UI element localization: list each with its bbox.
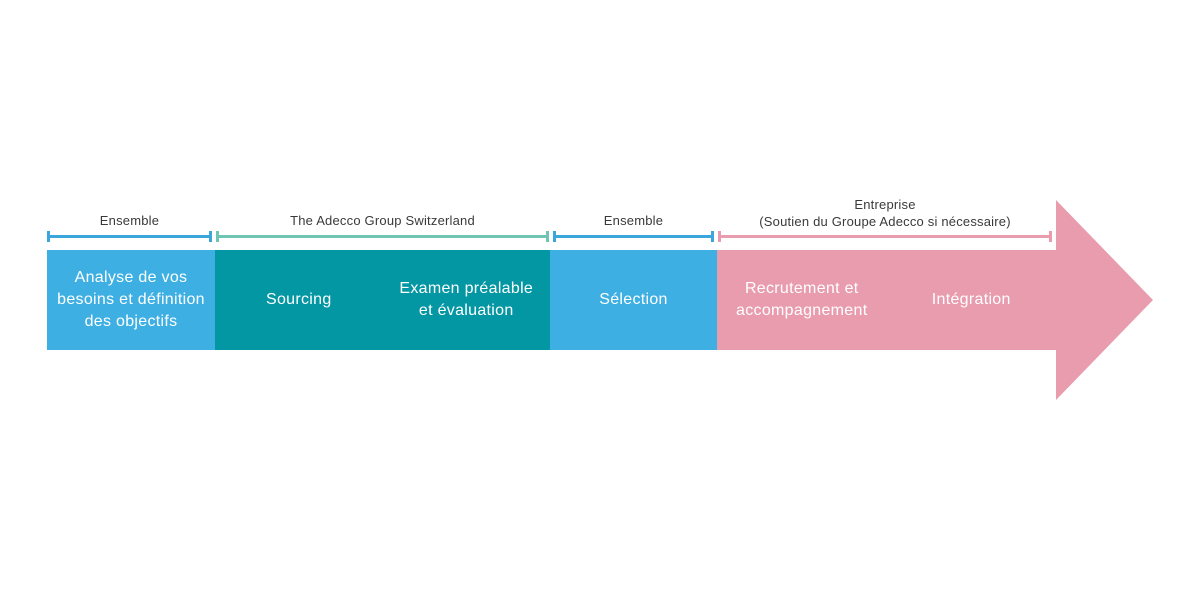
bracket-label-text: The Adecco Group Switzerland — [290, 213, 475, 228]
bracket-label-entreprise: Entreprise (Soutien du Groupe Adecco si … — [718, 196, 1052, 230]
arrow-head — [1056, 200, 1153, 400]
phase-integration: Intégration — [887, 289, 1057, 311]
phase-label: Analyse de vos besoins et définition des… — [57, 269, 205, 330]
bracket-line-entreprise — [718, 231, 1052, 242]
bracket-line — [556, 235, 711, 238]
bracket-label-ensemble-1: Ensemble — [47, 212, 212, 229]
phase-label: Sélection — [599, 291, 668, 308]
bracket-sublabel-text: (Soutien du Groupe Adecco si nécessaire) — [759, 214, 1011, 229]
phase-recrutement: Recrutement et accompagnement — [717, 278, 887, 322]
bracket-cap-left — [718, 231, 721, 242]
phase-adecco-steps: Sourcing Examen préalable et évaluation — [215, 250, 550, 350]
bracket-cap-right — [1049, 231, 1052, 242]
phase-entreprise-steps: Recrutement et accompagnement Intégratio… — [717, 250, 1056, 350]
bracket-line — [219, 235, 546, 238]
bracket-label-text: Ensemble — [603, 213, 664, 228]
phase-analyse-besoins: Analyse de vos besoins et définition des… — [47, 250, 215, 350]
bracket-label-text: Entreprise — [854, 197, 916, 212]
bracket-cap-right — [711, 231, 714, 242]
phase-sourcing: Sourcing — [215, 289, 383, 311]
bracket-cap-left — [47, 231, 50, 242]
phase-label: Sourcing — [265, 291, 332, 308]
bracket-line-adecco-group — [216, 231, 549, 242]
bracket-cap-right — [546, 231, 549, 242]
bracket-line — [721, 235, 1049, 238]
bracket-label-ensemble-2: Ensemble — [553, 212, 714, 229]
bracket-label-text: Ensemble — [99, 213, 160, 228]
bracket-label-adecco-group: The Adecco Group Switzerland — [216, 212, 549, 229]
phase-examen-prealable: Examen préalable et évaluation — [383, 278, 551, 322]
phase-label: Recrutement et accompagnement — [736, 280, 868, 319]
bracket-cap-left — [216, 231, 219, 242]
phase-selection: Sélection — [550, 250, 717, 350]
bracket-line-ensemble-1 — [47, 231, 212, 242]
phase-label: Examen préalable et évaluation — [399, 280, 534, 319]
bracket-cap-left — [553, 231, 556, 242]
bracket-line-ensemble-2 — [553, 231, 714, 242]
phase-label: Intégration — [931, 291, 1011, 308]
bracket-cap-right — [209, 231, 212, 242]
bracket-line — [50, 235, 209, 238]
